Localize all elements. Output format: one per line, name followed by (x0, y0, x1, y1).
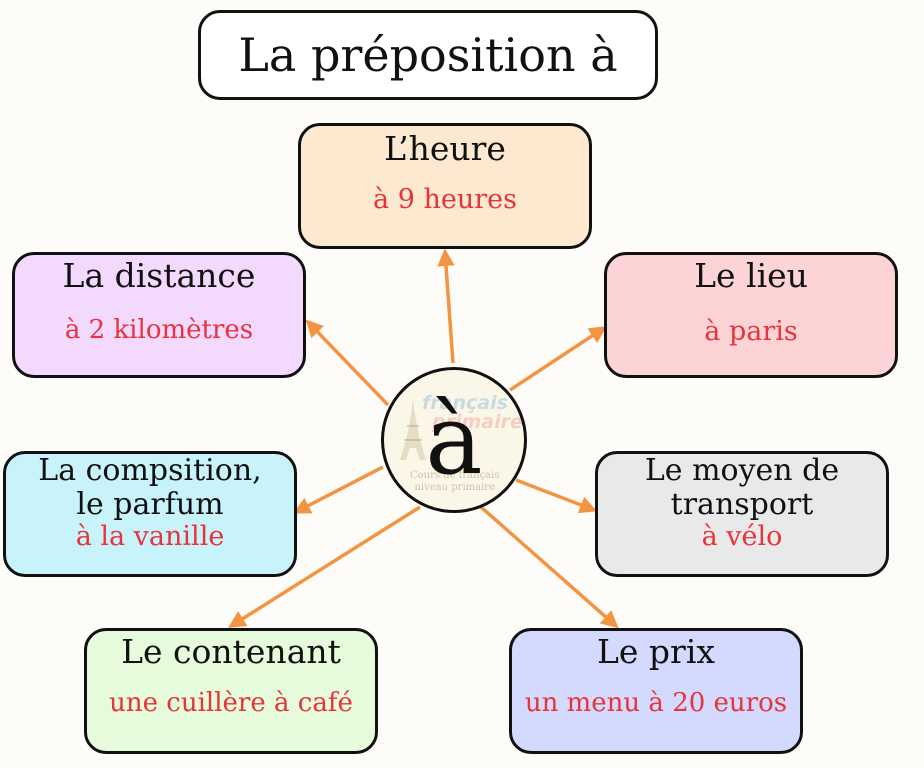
node-distance: La distance à 2 kilomètres (12, 252, 306, 378)
node-heading: transport (670, 486, 814, 522)
node-heading: le parfum (76, 486, 224, 522)
node-heading: Le lieu (694, 256, 808, 295)
node-example: une cuillère à café (109, 687, 353, 718)
center-letter: à (425, 384, 483, 496)
title-box: La préposition à (198, 10, 658, 100)
center-circle: français primaire Cours de français nive… (381, 367, 527, 513)
arrow-to-lieu (509, 326, 607, 392)
watermark-subtitle: Cours de français niveau primaire (410, 470, 499, 493)
arrow-to-transport (515, 478, 598, 514)
node-prix: Le prix un menu à 20 euros (509, 628, 803, 754)
watermark-logo: français primaire (422, 394, 523, 432)
node-heading: L’heure (384, 129, 506, 168)
node-heading: La compsition, (38, 453, 262, 488)
node-composition: La compsition, le parfum à la vanille (3, 451, 297, 577)
node-example: à la vanille (75, 521, 225, 553)
node-heading: Le moyen de (644, 453, 840, 488)
watermark-logo-line1: français (422, 392, 508, 414)
watermark-sub-line2: niveau primaire (414, 481, 495, 493)
node-contenant: Le contenant une cuillère à café (84, 628, 378, 754)
node-example: un menu à 20 euros (524, 687, 788, 718)
node-heading: La distance (62, 256, 256, 295)
node-example: à vélo (701, 521, 783, 553)
node-example: à 2 kilomètres (64, 314, 254, 345)
watermark-logo-line2: primaire (432, 411, 523, 433)
arrow-to-distance (305, 319, 390, 407)
eiffel-tower-watermark-icon (400, 396, 426, 460)
node-heading: Le contenant (121, 632, 341, 671)
node-example: à 9 heures (373, 183, 517, 215)
page-title: La préposition à (238, 28, 618, 82)
arrow-to-composition (292, 465, 384, 514)
node-transport: Le moyen de transport à vélo (595, 451, 889, 577)
node-example: à paris (704, 315, 798, 347)
node-heading: Le prix (597, 632, 715, 671)
node-lieu: Le lieu à paris (604, 252, 898, 378)
node-heure: L’heure à 9 heures (298, 123, 592, 249)
watermark-sub-line1: Cours de français (410, 470, 500, 481)
arrow-to-heure (437, 248, 455, 364)
